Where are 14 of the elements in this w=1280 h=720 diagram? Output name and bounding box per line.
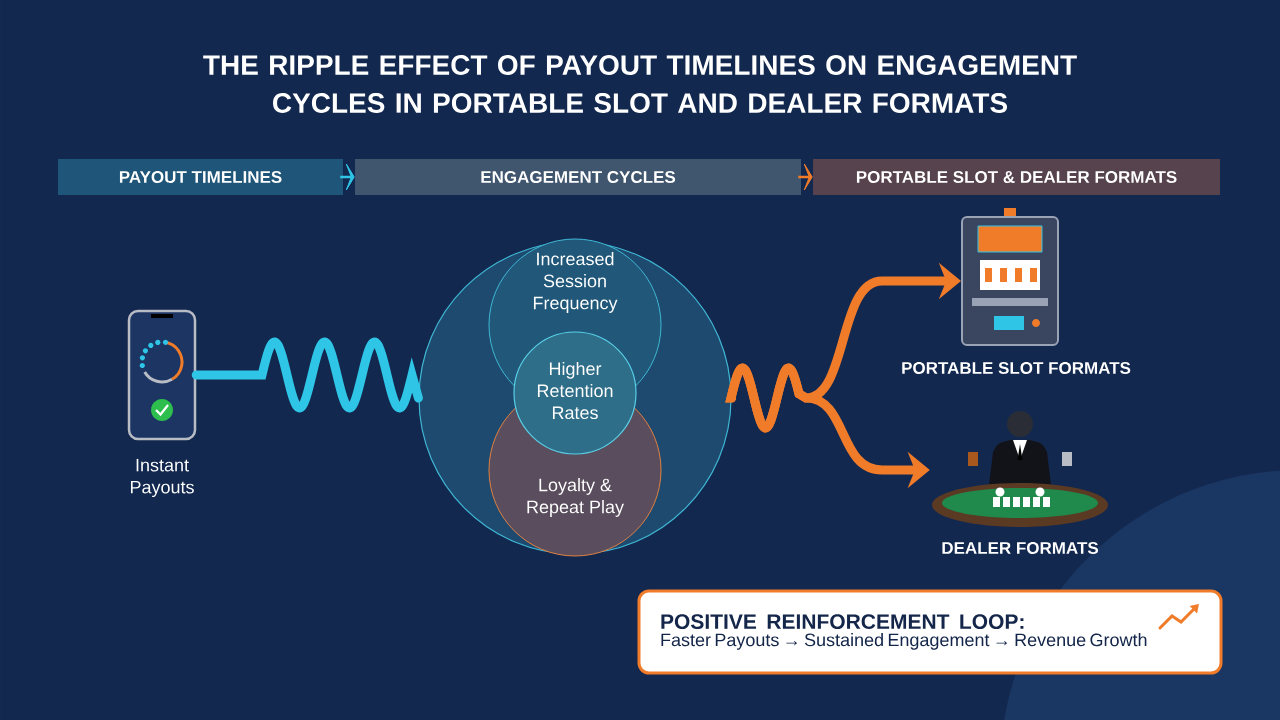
callout-box: POSITIVE REINFORCEMENT LOOP: Faster Payouts → Sustained Engagement → Revenue Growth [637,589,1223,675]
banner-segment: PAYOUT TIMELINES [58,159,343,195]
title: THE RIPPLE EFFECT OF PAYOUT TIMELINES ON ENGAGEMENT CYCLES IN PORTABLE SLOT AND DEALER FORMATS [203,55,1077,113]
chevron-arrow [340,163,355,191]
dealer-table-picture [932,411,1108,527]
picture-caption: Instant Payouts [130,458,194,498]
banner-segment: PORTABLE SLOT & DEALER FORMATS [813,159,1220,195]
slot-machine-picture [961,208,1059,346]
phone-picture [127,309,197,441]
chevron-arrow [798,163,813,191]
picture-caption: PORTABLE SLOT FORMATS [902,362,1131,374]
wave-line [191,337,423,413]
picture-caption: DEALER FORMATS [942,542,1099,554]
banner-segment: ENGAGEMENT CYCLES [355,159,801,195]
